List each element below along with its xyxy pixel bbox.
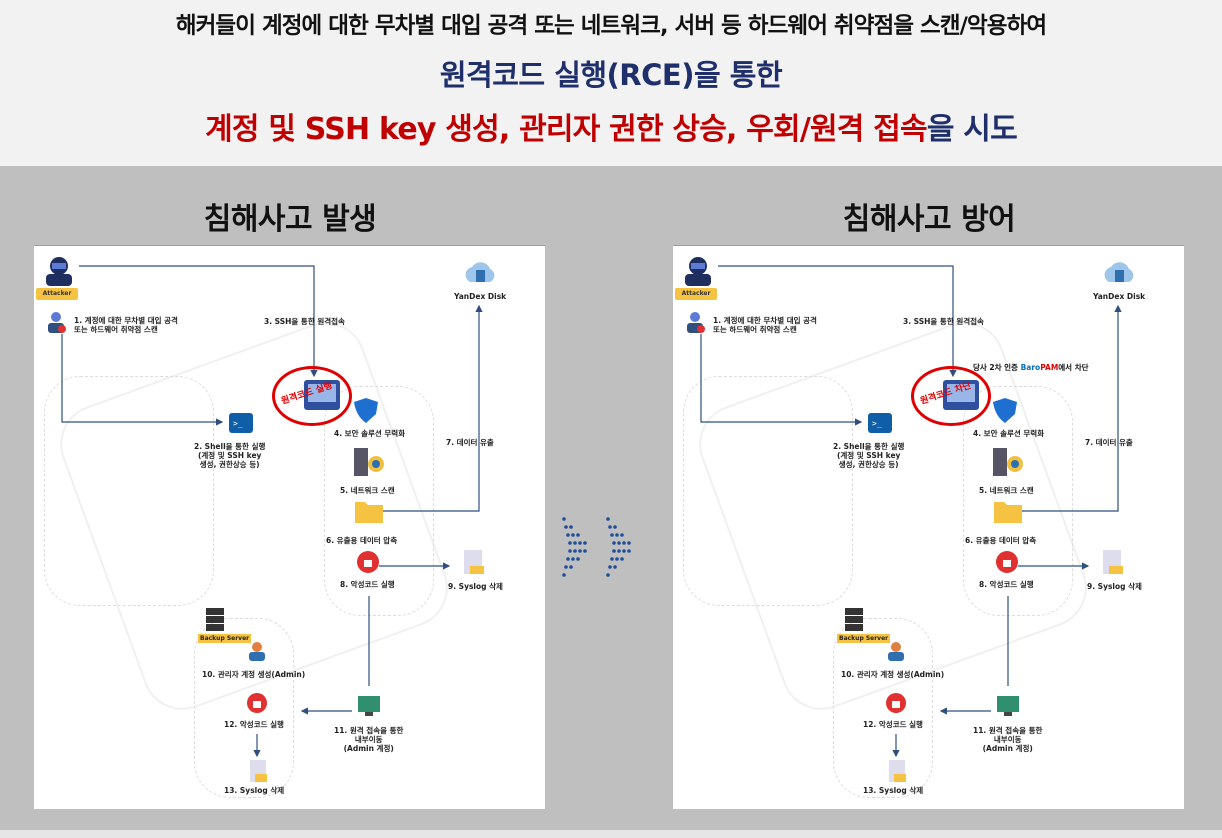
header-line-2: 원격코드 실행(RCE)을 통한 (439, 58, 783, 92)
step-12-label: 12. 악성코드 실행 (863, 720, 923, 729)
yandex-label: YanDex Disk (1093, 292, 1146, 301)
folder-icon (355, 502, 383, 523)
step-1-label: 1. 계정에 대한 무차별 대입 공격 또는 하드웨어 취약점 스캔 (74, 316, 178, 334)
flow-arrows (61, 265, 483, 758)
dashed-zone (833, 618, 933, 798)
malware-lock-icon (996, 551, 1018, 573)
diagram-incident: Attacker 1. 계정에 대한 무차별 대입 공격 또는 하드웨어 취약점… (34, 245, 545, 809)
step-9-label: 9. Syslog 삭제 (448, 582, 503, 591)
cloud-storage-icon (465, 262, 495, 282)
remote-monitor-icon (997, 696, 1019, 716)
block-note: 당사 2차 인증 BaroPAM에서 차단 (973, 362, 1089, 373)
remote-monitor-icon (358, 696, 380, 716)
user-lock-icon (48, 312, 66, 333)
shield-icon (993, 398, 1017, 423)
step-12-label: 12. 악성코드 실행 (224, 720, 284, 729)
header-banner: 해커들이 계정에 대한 무차별 대입 공격 또는 네트워크, 서버 등 하드웨어… (0, 0, 1222, 166)
panel-title-incident: 침해사고 발생 (203, 202, 377, 237)
backup-server-icon (845, 608, 863, 631)
step-10-label: 10. 관리자 계정 생성(Admin) (841, 670, 945, 679)
dashed-zone (324, 386, 434, 616)
step-5-label: 5. 네트워크 스캔 (340, 486, 395, 495)
hacker-icon (685, 257, 711, 286)
malware-lock-icon-2 (886, 693, 906, 713)
bottom-divider (0, 830, 1222, 838)
step-3-label: 3. SSH을 통한 원격접속 (903, 317, 984, 326)
svg-text:>_: >_ (872, 419, 882, 428)
block-note-post: 에서 차단 (1058, 363, 1089, 372)
block-note-pre: 당사 2차 인증 (973, 363, 1021, 372)
malware-lock-icon (357, 551, 379, 573)
folder-icon (994, 502, 1022, 523)
attacker-label: Attacker (36, 288, 78, 300)
step-5-label: 5. 네트워크 스캔 (979, 486, 1034, 495)
dashed-zone (683, 376, 853, 606)
hacker-icon (46, 257, 72, 286)
step-11-label: 11. 원격 접속을 통한 내부이동 (Admin 계정) (334, 726, 404, 753)
step-3-label: 3. SSH을 통한 원격접속 (264, 317, 345, 326)
rce-stamp-circle (272, 366, 352, 426)
block-note-pam: PAM (1040, 363, 1059, 372)
step-8-label: 8. 악성코드 실행 (979, 580, 1034, 589)
step-6-label: 6. 유출용 데이터 압축 (965, 536, 1037, 545)
step-2-label: 2. Shell을 통한 실행 (계정 및 SSH key 생성, 권한상승 등… (833, 442, 905, 469)
cloud-storage-icon (1104, 262, 1134, 282)
header-line-3-highlight: 계정 및 SSH key 생성, 관리자 권한 상승, 우회/원격 접속 (205, 112, 928, 147)
log-file-icon-2 (889, 760, 906, 782)
dashed-zone (963, 386, 1073, 616)
header-line-3: 계정 및 SSH key 생성, 관리자 권한 상승, 우회/원격 접속을 시도 (0, 104, 1222, 148)
flow-arrows (700, 265, 1122, 758)
log-file-icon (1103, 550, 1123, 574)
rce-stamp-circle (911, 366, 991, 426)
log-file-icon (464, 550, 484, 574)
diagram-defense: Attacker 1. 계정에 대한 무차별 대입 공격 또는 하드웨어 취약점… (673, 245, 1184, 809)
admin-user-icon (888, 642, 904, 661)
step-4-label: 4. 보안 솔루션 무력화 (334, 429, 406, 438)
step-9-label: 9. Syslog 삭제 (1087, 582, 1142, 591)
step-13-label: 13. Syslog 삭제 (863, 786, 924, 795)
malware-lock-icon-2 (247, 693, 267, 713)
attacker-label: Attacker (675, 288, 717, 300)
admin-user-icon (249, 642, 265, 661)
block-note-baro: Baro (1020, 363, 1041, 372)
network-scan-icon (993, 448, 1023, 476)
double-chevron-icon (562, 517, 631, 577)
dashed-zone (44, 376, 214, 606)
terminal-icon: >_ (868, 413, 892, 433)
log-file-icon-2 (250, 760, 267, 782)
shield-icon (354, 398, 378, 423)
step-7-label: 7. 데이터 유출 (446, 438, 494, 447)
step-1-label: 1. 계정에 대한 무차별 대입 공격 또는 하드웨어 취약점 스캔 (713, 316, 817, 334)
step-4-label: 4. 보안 솔루션 무력화 (973, 429, 1045, 438)
user-lock-icon (687, 312, 705, 333)
network-scan-icon (354, 448, 384, 476)
backup-server-label: Backup Server (837, 634, 891, 643)
panel-title-defense: 침해사고 방어 (842, 202, 1016, 237)
yandex-label: YanDex Disk (454, 292, 507, 301)
svg-text:>_: >_ (233, 419, 243, 428)
step-6-label: 6. 유출용 데이터 압축 (326, 536, 398, 545)
backup-server-icon (206, 608, 224, 631)
step-13-label: 13. Syslog 삭제 (224, 786, 285, 795)
step-2-label: 2. Shell을 통한 실행 (계정 및 SSH key 생성, 권한상승 등… (194, 442, 266, 469)
backup-server-label: Backup Server (198, 634, 252, 643)
step-10-label: 10. 관리자 계정 생성(Admin) (202, 670, 306, 679)
step-7-label: 7. 데이터 유출 (1085, 438, 1133, 447)
header-line-1: 해커들이 계정에 대한 무차별 대입 공격 또는 네트워크, 서버 등 하드웨어… (175, 13, 1047, 39)
step-8-label: 8. 악성코드 실행 (340, 580, 395, 589)
terminal-icon: >_ (229, 413, 253, 433)
step-11-label: 11. 원격 접속을 통한 내부이동 (Admin 계정) (973, 726, 1043, 753)
dashed-zone (194, 618, 294, 798)
header-line-3-tail: 을 시도 (926, 112, 1018, 147)
